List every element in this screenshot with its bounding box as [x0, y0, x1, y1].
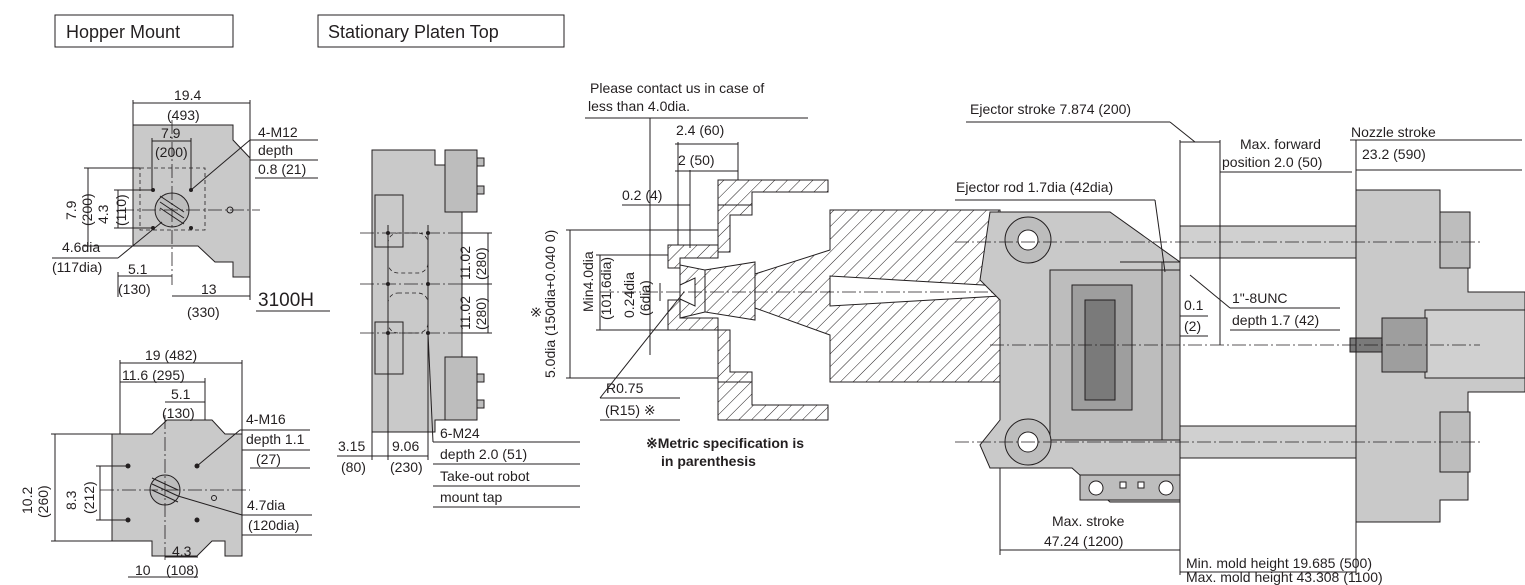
- svg-text:3.15: 3.15: [338, 438, 365, 454]
- svg-text:5.0dia (150dia+0.040 0): 5.0dia (150dia+0.040 0): [542, 230, 558, 378]
- svg-text:9.06: 9.06: [392, 438, 419, 454]
- svg-text:7.9: 7.9: [161, 125, 181, 141]
- stationary-platen-title-box: Stationary Platen Top: [317, 14, 565, 48]
- svg-text:depth 1.1: depth 1.1: [246, 431, 305, 447]
- svg-text:6-M24: 6-M24: [440, 425, 480, 441]
- svg-text:(2): (2): [1184, 318, 1201, 334]
- svg-text:0.8 (21): 0.8 (21): [258, 161, 306, 177]
- svg-text:(230): (230): [390, 459, 423, 475]
- svg-text:(280): (280): [473, 297, 489, 330]
- svg-text:Ejector stroke 7.874 (200): Ejector stroke 7.874 (200): [970, 101, 1131, 117]
- svg-text:R0.75: R0.75: [606, 380, 644, 396]
- svg-text:(130): (130): [118, 281, 151, 297]
- svg-text:8.3: 8.3: [63, 490, 79, 510]
- platen-top-view: 11.02 (280) 11.02 (280) 11.02 3.15 (80) …: [337, 149, 580, 508]
- hopper-mount-bottom-view: 19 (482) 11.6 (295) 5.1 (130) 4-M16 dept…: [19, 347, 312, 578]
- svg-text:4.6dia: 4.6dia: [62, 239, 100, 255]
- svg-text:depth: depth: [258, 142, 293, 158]
- svg-text:depth 2.0 (51): depth 2.0 (51): [440, 446, 527, 462]
- hopper-mount-top-view: 19.4 (493) 7.9 (200) 7.9 (200) 4.3 (110)…: [52, 87, 330, 320]
- svg-text:7.9: 7.9: [63, 200, 79, 220]
- svg-text:11.02: 11.02: [457, 296, 473, 330]
- svg-text:(280): (280): [473, 247, 489, 280]
- svg-text:Max. forward: Max. forward: [1240, 136, 1321, 152]
- svg-text:mount tap: mount tap: [440, 489, 502, 505]
- svg-text:10.2: 10.2: [19, 487, 35, 514]
- svg-text:5.1: 5.1: [128, 261, 148, 277]
- svg-text:(R15) ※: (R15) ※: [605, 402, 656, 418]
- svg-text:Nozzle stroke: Nozzle stroke: [1351, 124, 1436, 140]
- svg-text:2.4 (60): 2.4 (60): [676, 122, 724, 138]
- svg-text:less than 4.0dia.: less than 4.0dia.: [588, 98, 690, 114]
- svg-text:Max. stroke: Max. stroke: [1052, 513, 1125, 529]
- svg-text:(330): (330): [187, 304, 220, 320]
- machine-side-view: Ejector stroke 7.874 (200) Ejector rod 1…: [955, 101, 1525, 585]
- svg-text:11.02: 11.02: [457, 246, 473, 280]
- nozzle-detail: Please contact us in case of less than 4…: [528, 80, 1010, 469]
- svg-text:(101.6dia): (101.6dia): [598, 257, 614, 320]
- svg-text:5.1: 5.1: [171, 386, 191, 402]
- svg-text:19 (482): 19 (482): [145, 347, 197, 363]
- svg-text:in parenthesis: in parenthesis: [661, 453, 756, 469]
- svg-text:Ejector rod 1.7dia (42dia): Ejector rod 1.7dia (42dia): [956, 179, 1113, 195]
- svg-text:Max. mold height 43.308 (1100): Max. mold height 43.308 (1100): [1186, 569, 1383, 585]
- svg-text:※Metric specification is: ※Metric specification is: [646, 435, 804, 451]
- svg-text:(260): (260): [35, 485, 51, 518]
- svg-text:47.24 (1200): 47.24 (1200): [1044, 533, 1123, 549]
- svg-text:(130): (130): [162, 405, 195, 421]
- svg-text:0.2 (4): 0.2 (4): [622, 187, 662, 203]
- hopper-mount-title-box: Hopper Mount: [54, 14, 234, 48]
- stationary-platen-title: Stationary Platen Top: [328, 22, 499, 42]
- svg-text:11.6 (295): 11.6 (295): [122, 367, 185, 383]
- svg-text:(117dia): (117dia): [52, 259, 102, 275]
- svg-text:1"-8UNC: 1"-8UNC: [1232, 290, 1288, 306]
- svg-text:4.7dia: 4.7dia: [247, 497, 285, 513]
- svg-text:(108): (108): [166, 562, 199, 578]
- svg-text:4.3: 4.3: [172, 543, 192, 559]
- svg-text:13: 13: [201, 281, 217, 297]
- svg-text:19.4: 19.4: [174, 87, 201, 103]
- svg-text:(110): (110): [113, 194, 129, 226]
- svg-text:※: ※: [528, 306, 544, 318]
- svg-text:0.24dia: 0.24dia: [621, 272, 637, 318]
- svg-text:4-M16: 4-M16: [246, 411, 286, 427]
- svg-text:(200): (200): [79, 193, 95, 226]
- svg-text:Min. mold height 19.685 (500): Min. mold height 19.685 (500): [1186, 555, 1372, 571]
- svg-text:23.2 (590): 23.2 (590): [1362, 146, 1426, 162]
- svg-text:Please contact us in case of: Please contact us in case of: [590, 80, 764, 96]
- svg-text:(212): (212): [81, 481, 97, 514]
- hopper-mount-title: Hopper Mount: [66, 22, 180, 42]
- svg-text:position 2.0 (50): position 2.0 (50): [1222, 154, 1322, 170]
- svg-text:(200): (200): [155, 144, 188, 160]
- svg-text:depth 1.7 (42): depth 1.7 (42): [1232, 312, 1319, 328]
- model-label: 3100H: [258, 290, 314, 311]
- svg-text:(27): (27): [256, 451, 281, 467]
- svg-text:4.3: 4.3: [95, 204, 111, 224]
- svg-text:Min4.0dia: Min4.0dia: [580, 251, 596, 312]
- svg-text:(6dia): (6dia): [637, 280, 653, 316]
- svg-text:(120dia): (120dia): [248, 517, 299, 533]
- svg-text:2 (50): 2 (50): [678, 152, 715, 168]
- svg-text:4-M12: 4-M12: [258, 124, 298, 140]
- svg-text:10: 10: [135, 562, 151, 578]
- svg-text:(80): (80): [341, 459, 366, 475]
- svg-text:(493): (493): [167, 107, 200, 123]
- svg-text:Take-out robot: Take-out robot: [440, 468, 530, 484]
- svg-text:0.1: 0.1: [1184, 297, 1204, 313]
